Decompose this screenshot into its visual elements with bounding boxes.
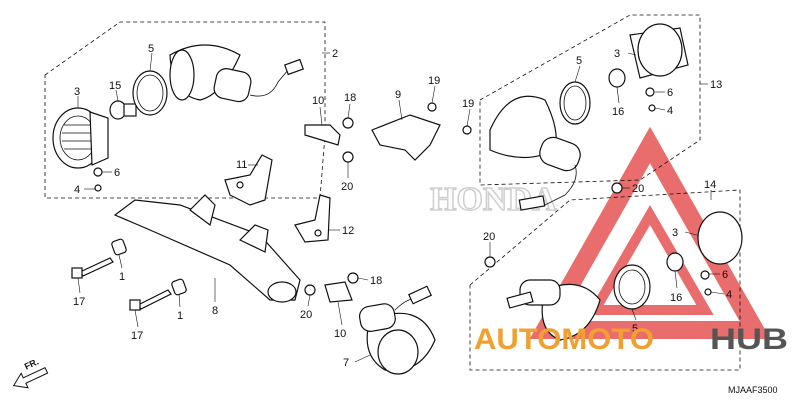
callout-4: 4	[74, 184, 80, 196]
callout-3: 3	[614, 48, 620, 60]
callout-2: 2	[332, 48, 338, 60]
callout-20: 20	[300, 309, 312, 321]
callout-6: 6	[722, 269, 728, 281]
callout-14: 14	[704, 179, 716, 191]
turn-signal-assy-13	[489, 23, 689, 211]
callout-12: 12	[342, 225, 354, 237]
brackets-center	[224, 102, 472, 243]
callout-19: 19	[428, 75, 440, 87]
leader-lines	[77, 52, 725, 363]
callouts: 2 5 15 3 6 4 10 18 9 19 19 11 20 12 5 3 …	[73, 43, 732, 369]
callout-5: 5	[148, 43, 154, 55]
callout-5: 5	[632, 323, 638, 335]
turn-signal-assy-7	[304, 272, 436, 375]
callout-16: 16	[612, 106, 624, 118]
group-box-14	[469, 189, 741, 371]
front-direction-arrow: FR.	[12, 356, 49, 389]
callout-19: 19	[462, 98, 474, 110]
automotohub-watermark: AUTOMOTO HUB	[474, 323, 788, 356]
callout-17: 17	[73, 296, 85, 308]
callout-15: 15	[109, 80, 121, 92]
callout-20: 20	[341, 181, 353, 193]
stay-8	[113, 194, 301, 303]
callout-4: 4	[667, 105, 673, 117]
callout-18: 18	[370, 275, 382, 287]
callout-11: 11	[236, 159, 247, 171]
watermark-part1: AUTOMOTO	[474, 323, 654, 356]
turn-signal-assy-14	[484, 211, 743, 341]
bolts-17	[71, 238, 187, 311]
watermark-part2: HUB	[710, 323, 788, 356]
callout-16: 16	[670, 292, 682, 304]
callout-6: 6	[667, 87, 673, 99]
callout-1: 1	[119, 271, 125, 283]
diagram-code: MJAAF3500	[728, 385, 778, 395]
turn-signal-assy-2	[52, 44, 304, 192]
direction-label: FR.	[23, 356, 40, 371]
callout-13: 13	[710, 79, 722, 91]
callout-5: 5	[576, 55, 582, 67]
group-box-13	[479, 14, 701, 186]
callout-3: 3	[74, 86, 80, 98]
callout-7: 7	[343, 357, 349, 369]
callout-10: 10	[312, 95, 324, 107]
callout-20: 20	[483, 231, 495, 243]
callout-17: 17	[131, 330, 143, 342]
callout-18: 18	[344, 92, 356, 104]
callout-9: 9	[395, 89, 401, 101]
callout-1: 1	[177, 310, 183, 322]
callout-10: 10	[334, 328, 346, 340]
callout-8: 8	[212, 305, 218, 317]
callout-4: 4	[726, 289, 732, 301]
callout-6: 6	[114, 167, 120, 179]
callout-20: 20	[632, 183, 644, 195]
callout-3: 3	[672, 227, 678, 239]
